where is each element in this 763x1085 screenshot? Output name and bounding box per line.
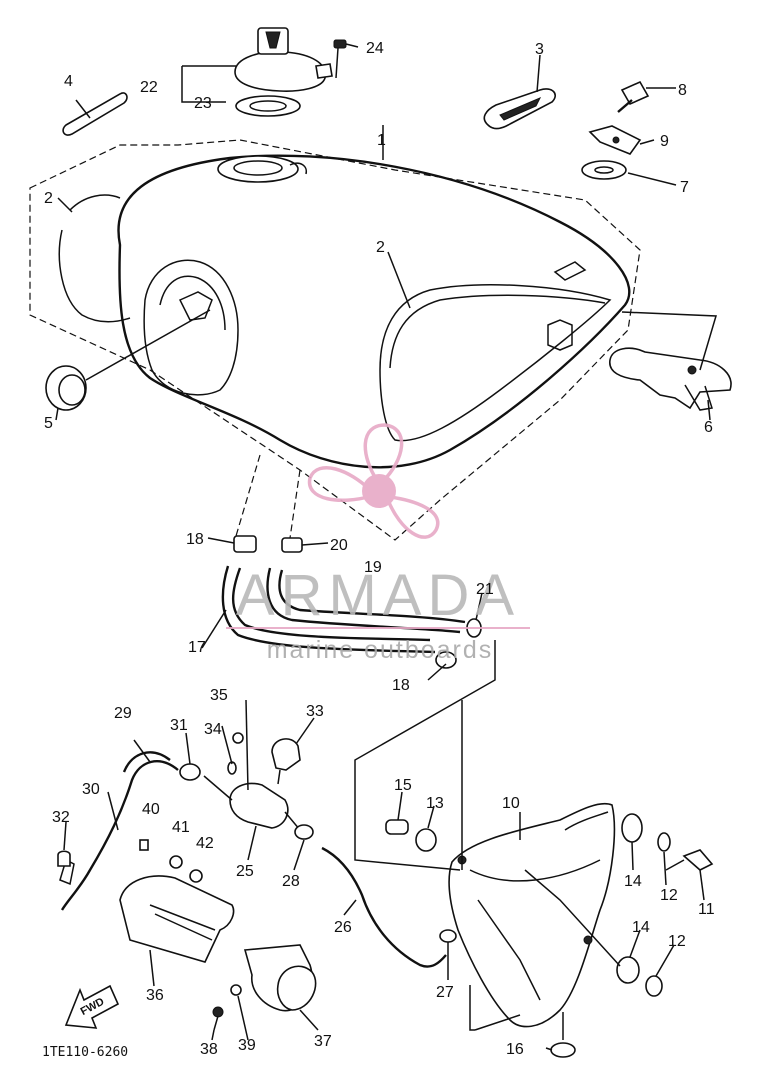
- part-label-6: 6: [704, 419, 713, 436]
- forward-arrow: FWD: [64, 984, 120, 1029]
- part-label-14: 14: [632, 919, 650, 936]
- part-label-30: 30: [82, 781, 100, 798]
- part-label-5: 5: [44, 415, 53, 432]
- part-label-21: 21: [476, 581, 494, 598]
- part-label-1: 1: [377, 132, 386, 149]
- part-label-39: 39: [238, 1037, 256, 1054]
- damper-plate: [588, 125, 642, 155]
- part-label-24: 24: [366, 40, 384, 57]
- watermark-tagline: marine outboards: [267, 636, 494, 664]
- part-label-8: 8: [678, 82, 687, 99]
- part-label-18: 18: [392, 677, 410, 694]
- part-number-labels: 1 2 2 3 4 5 6 7 8 9 10 11 12 12 13 14 14…: [44, 40, 715, 1058]
- fuel-tank: [29, 139, 641, 541]
- part-label-38: 38: [200, 1041, 218, 1058]
- part-label-32: 32: [52, 809, 70, 826]
- part-label-31: 31: [170, 717, 188, 734]
- drawing-code: 1TE110-6260: [42, 1045, 128, 1060]
- rear-mount-bracket: [609, 347, 732, 411]
- part-label-20: 20: [330, 537, 348, 554]
- part-label-2: 2: [44, 190, 53, 207]
- part-label-2: 2: [376, 239, 385, 256]
- part-label-41: 41: [172, 819, 190, 836]
- rubber-strip: [62, 92, 128, 136]
- part-label-33: 33: [306, 703, 324, 720]
- filter-bracket: [212, 944, 317, 1031]
- part-label-4: 4: [64, 73, 73, 90]
- filter-cover: [119, 875, 235, 963]
- part-label-25: 25: [236, 863, 254, 880]
- part-label-17: 17: [188, 639, 206, 656]
- part-label-34: 34: [204, 721, 222, 738]
- watermark-brand: ARMADA: [236, 563, 520, 628]
- part-label-27: 27: [436, 984, 454, 1001]
- part-label-42: 42: [196, 835, 214, 852]
- part-label-11: 11: [698, 901, 715, 918]
- part-label-7: 7: [680, 179, 689, 196]
- part-label-26: 26: [334, 919, 352, 936]
- leader-lines: [55, 43, 717, 1051]
- part-label-36: 36: [146, 987, 164, 1004]
- reservoir-tank: [385, 802, 714, 1058]
- part-label-15: 15: [394, 777, 412, 794]
- part-label-12: 12: [660, 887, 678, 904]
- drain-cap: [45, 309, 211, 411]
- armada-watermark: ARMADA marine outboards: [226, 423, 530, 664]
- part-label-18: 18: [186, 531, 204, 548]
- bolt: [617, 80, 650, 113]
- part-label-40: 40: [142, 801, 160, 818]
- part-label-10: 10: [502, 795, 520, 812]
- emblem: [483, 88, 556, 130]
- side-gasket-ring: [58, 194, 131, 323]
- part-label-23: 23: [194, 95, 212, 112]
- part-label-29: 29: [114, 705, 132, 722]
- part-label-14: 14: [624, 873, 642, 890]
- part-label-37: 37: [314, 1033, 332, 1050]
- part-label-19: 19: [364, 559, 382, 576]
- part-label-9: 9: [660, 133, 669, 150]
- fuel-cap: [234, 27, 333, 92]
- part-label-16: 16: [506, 1041, 524, 1058]
- washer: [581, 160, 627, 180]
- small-screw: [333, 39, 347, 79]
- part-label-22: 22: [140, 79, 158, 96]
- part-label-35: 35: [210, 687, 228, 704]
- filter-group: [57, 699, 457, 968]
- part-label-28: 28: [282, 873, 300, 890]
- propeller-logo: [307, 423, 440, 539]
- part-label-12: 12: [668, 933, 686, 950]
- cap-gasket: [235, 95, 301, 117]
- part-label-13: 13: [426, 795, 444, 812]
- part-label-3: 3: [535, 41, 544, 58]
